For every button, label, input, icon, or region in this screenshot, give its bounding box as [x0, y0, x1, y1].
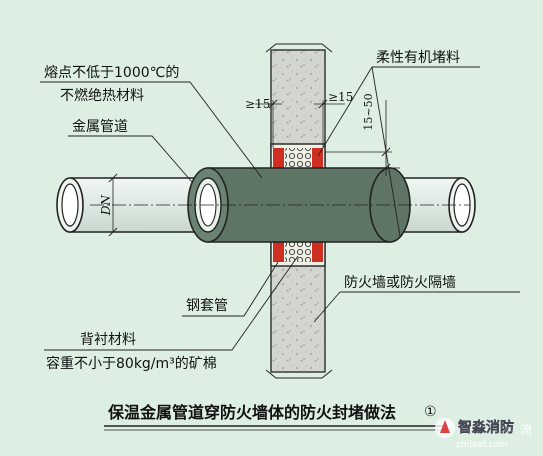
label-insulation-line2: 不燃绝热材料	[60, 87, 144, 104]
sleeve-extension-dims	[255, 99, 345, 148]
caption: 保温金属管道穿防火墙体的防火封堵做法 ①	[104, 403, 448, 431]
watermark-url: zmjaxf.com	[456, 440, 507, 450]
label-steel-sleeve: 钢套管	[186, 298, 228, 314]
caption-title: 保温金属管道穿防火墙体的防火封堵做法	[107, 403, 396, 422]
label-insulation-line1: 熔点不低于1000℃的	[44, 65, 179, 81]
mineral-wool-backing	[285, 148, 311, 262]
label-flexible-fill: 柔性有机堵料	[376, 50, 460, 66]
label-fire-wall: 防火墙或防火隔墙	[344, 275, 456, 291]
dim-left-label: ≥15	[245, 97, 270, 111]
caption-number: ①	[424, 404, 437, 420]
dim-gap-label: 15~50	[362, 93, 375, 130]
label-backing-line1: 背衬材料	[80, 332, 136, 348]
watermark: 智淼消防 zmjaxf.com 流	[435, 418, 532, 450]
label-metal-pipe: 金属管道	[72, 119, 128, 135]
watermark-brand: 智淼消防	[457, 419, 514, 436]
leader-lines	[40, 66, 520, 351]
watermark-extra: 流	[520, 423, 532, 437]
dn-dimension	[106, 173, 140, 237]
dim-right-label: ≥15	[328, 90, 353, 104]
label-backing-line2: 容重不小于80kg/m³的矿棉	[46, 355, 217, 372]
flexible-sealant	[273, 148, 323, 262]
dn-label: DN	[99, 194, 113, 216]
